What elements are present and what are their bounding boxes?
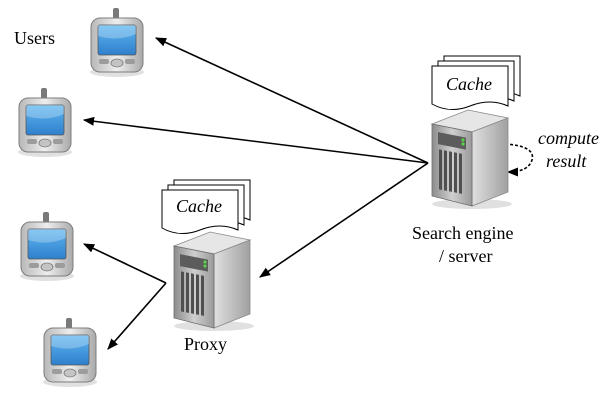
connection-arrows <box>82 37 534 350</box>
arrow-server-to-user-1 <box>154 37 429 164</box>
server-label-line1: Search engine <box>412 223 513 243</box>
phone-icon <box>42 317 98 388</box>
arrow-proxy-to-user-3 <box>82 243 167 284</box>
proxy-cache-label: Cache <box>176 196 222 216</box>
server-cache-label: Cache <box>446 74 492 94</box>
arrow-server-to-proxy <box>259 162 429 278</box>
server-icon <box>431 109 513 210</box>
server-icon <box>173 231 255 332</box>
arrow-server-to-user-2 <box>82 116 429 164</box>
compute-label-line1: compute <box>538 128 599 148</box>
users-label: Users <box>14 28 55 48</box>
phone-icon <box>89 7 145 78</box>
compute-label-line2: result <box>546 151 587 171</box>
proxy-label: Proxy <box>184 334 227 354</box>
arrow-proxy-to-user-4 <box>107 282 167 350</box>
phone-icon <box>17 87 73 158</box>
phone-icon <box>19 211 75 282</box>
server-label-line2: / server <box>439 246 492 266</box>
compute-loop-arrow <box>504 143 534 177</box>
